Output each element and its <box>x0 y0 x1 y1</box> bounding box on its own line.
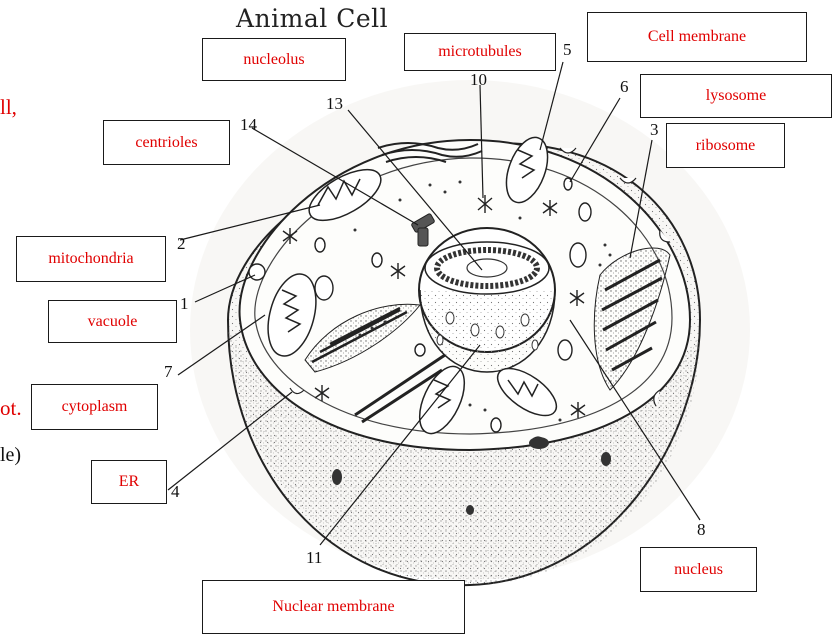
number-4: 4 <box>171 482 180 502</box>
number-7: 7 <box>164 362 173 382</box>
number-5: 5 <box>563 40 572 60</box>
label-lysosome: lysosome <box>640 74 832 118</box>
number-13: 13 <box>326 94 343 114</box>
number-10: 10 <box>470 70 487 90</box>
number-8: 8 <box>697 520 706 540</box>
label-er: ER <box>91 460 167 504</box>
number-6: 6 <box>620 77 629 97</box>
cropped-text-top: ll, <box>0 95 17 120</box>
label-nucleolus: nucleolus <box>202 38 346 81</box>
number-3: 3 <box>650 120 659 140</box>
label-centrioles: centrioles <box>103 120 230 165</box>
number-11: 11 <box>306 548 322 568</box>
number-2: 2 <box>177 234 186 254</box>
cropped-text-bottom: ot. <box>0 396 22 421</box>
label-vacuole: vacuole <box>48 300 177 343</box>
label-cytoplasm: cytoplasm <box>31 384 158 430</box>
label-microtubules: microtubules <box>404 33 556 71</box>
label-cell-membrane: Cell membrane <box>587 12 807 62</box>
page-title: Animal Cell <box>236 4 388 33</box>
number-14: 14 <box>240 115 257 135</box>
cropped-text-black: le) <box>0 444 21 467</box>
label-mitochondria: mitochondria <box>16 236 166 282</box>
label-nuclear-membrane: Nuclear membrane <box>202 580 465 634</box>
label-ribosome: ribosome <box>666 123 785 168</box>
label-nucleus: nucleus <box>640 547 757 592</box>
nucleolus-shape <box>467 259 507 277</box>
number-1: 1 <box>180 294 189 314</box>
